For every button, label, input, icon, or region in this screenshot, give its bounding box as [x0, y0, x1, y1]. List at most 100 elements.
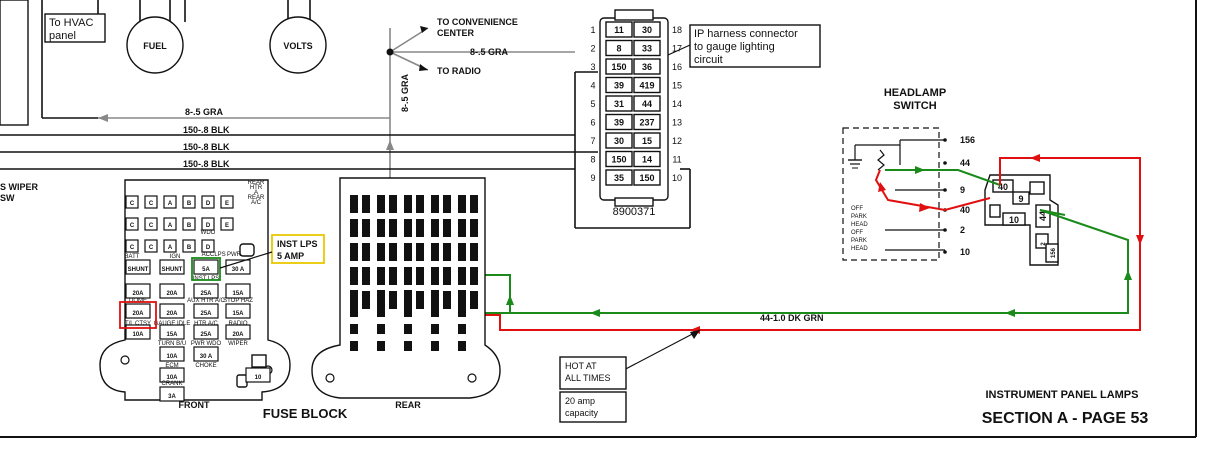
connector-cell [605, 21, 633, 38]
connector-right-pin: 12 [672, 136, 682, 146]
fuse [193, 283, 219, 299]
fuse-small-label: ECM [165, 363, 178, 369]
capacity-line1: 20 amp [565, 396, 595, 406]
plug-cell-10: 10 [1009, 215, 1019, 225]
fuse-row-label: ACC [202, 252, 215, 258]
rear-fuse-terminal [416, 195, 424, 213]
fuse [125, 303, 151, 319]
fuse-label: 15A [232, 311, 244, 317]
rear-fuse-terminal [443, 267, 451, 285]
fuse-slot-letter: C [149, 223, 154, 229]
rear-fuse-terminal [416, 219, 424, 237]
rear-fuse-terminal [350, 219, 358, 237]
fuse-slot-small [125, 217, 139, 231]
fuse [125, 283, 151, 299]
fuse-small-label: CHOKE [195, 363, 216, 369]
fuse-slot-small [125, 239, 139, 253]
connector-cell-label: 150 [639, 173, 654, 183]
fuse-block-front-label: FRONT [179, 400, 210, 410]
fuse-label: 15A [232, 291, 244, 297]
highlight-fuse-green [191, 257, 221, 281]
left-edge-label-2: SW [0, 193, 15, 203]
connector-cell-label: 35 [614, 173, 624, 183]
rear-fuse-terminal [443, 291, 451, 309]
connector-cell [605, 169, 633, 186]
connector-cell-label: 30 [642, 25, 652, 35]
fuse-block-rear: REAR [311, 177, 501, 410]
fuse-small-label: PWR WDO [191, 341, 222, 347]
plug-cell-44: 44 [1038, 211, 1048, 221]
fuse-small-label: GAUGE IDLE [154, 321, 191, 327]
fuse-slot-letter: D [206, 223, 211, 229]
hvac-area: To HVAC panel [0, 0, 106, 126]
fuse [225, 283, 251, 299]
rear-fuse-terminal [350, 195, 358, 213]
fuse-row-label: PWR [227, 252, 242, 258]
connector-cell-label: 39 [614, 118, 624, 128]
rear-fuse-terminal [458, 341, 466, 351]
rear-fuse-terminal [377, 219, 385, 237]
connector-cell [633, 76, 661, 94]
fuse-slot-letter: C [130, 201, 135, 207]
fuse-label: 15A [166, 332, 178, 338]
fuse-slot-small [125, 195, 139, 209]
rear-fuse-terminal [404, 243, 412, 261]
rear-fuse-terminal [389, 195, 397, 213]
footer-title: INSTRUMENT PANEL LAMPS [986, 389, 1139, 401]
fuse-slot-small [182, 195, 196, 209]
fuse-row-label: WDO [201, 230, 216, 236]
connector-cell [605, 132, 633, 149]
connector-right-pin: 16 [672, 62, 682, 72]
fuse-label: 10A [166, 354, 178, 360]
rear-fuse-terminal [404, 195, 412, 213]
rear-fuse-terminal [350, 267, 358, 285]
rear-fuse-terminal [362, 195, 370, 213]
headlamp-terminal-dot [943, 250, 947, 254]
headlamp-position-label: PARK [851, 238, 867, 244]
fuse-label: 5A [202, 267, 210, 273]
rear-fuse-terminal [458, 324, 466, 334]
rear-fuse-terminal [470, 243, 478, 261]
headlamp-title-2: SWITCH [893, 100, 936, 112]
footer-section: SECTION A - PAGE 53 [982, 410, 1149, 427]
rear-fuse-terminal [416, 243, 424, 261]
ip-callout-line3: circuit [694, 54, 723, 66]
highlight-fuse-red [119, 301, 157, 329]
connector-cell-label: 11 [614, 25, 624, 35]
fuse-slot-small [144, 217, 158, 231]
fuse-slot-letter: A [168, 245, 173, 251]
connector-left-pin: 4 [590, 81, 595, 91]
wire-label-blk2: 150-.8 BLK [183, 142, 230, 152]
fuse-slot-letter: D [206, 245, 211, 251]
fuse-label: 20A [132, 311, 144, 317]
fuse-slot-small [144, 239, 158, 253]
connector-cell-label: 150 [611, 62, 626, 72]
fuse-block-top-label: REAR [248, 195, 265, 201]
connector-left-pin: 3 [590, 62, 595, 72]
hvac-callout-line1: To HVAC [49, 17, 93, 29]
headlamp-position-label: OFF [851, 206, 863, 212]
fuse-label: 10A [132, 332, 144, 338]
connector-right-pin: 11 [672, 155, 681, 165]
rear-fuse-terminal [431, 195, 439, 213]
fuse-label: 20A [166, 311, 178, 317]
rear-fuse-terminal [458, 307, 466, 317]
rear-fuse-terminal [350, 243, 358, 261]
headlamp-title-1: HEADLAMP [884, 87, 946, 99]
hvac-callout [44, 13, 106, 43]
rear-fuse-terminal [470, 195, 478, 213]
fuse [159, 259, 185, 275]
headlamp-terminal-dot [943, 188, 947, 192]
fuse-block-title: FUSE BLOCK [263, 406, 348, 421]
rear-fuse-terminal [404, 267, 412, 285]
rear-fuse-terminal [404, 341, 412, 351]
connector-right-pin: 14 [672, 99, 682, 109]
rear-fuse-terminal [362, 219, 370, 237]
fuel-gauge: FUEL [126, 0, 186, 74]
rear-fuse-terminal [443, 243, 451, 261]
connector-cell [605, 39, 633, 57]
inst-lps-callout: INST LPS 5 AMP [219, 234, 325, 269]
fuse-label: 25A [200, 332, 212, 338]
